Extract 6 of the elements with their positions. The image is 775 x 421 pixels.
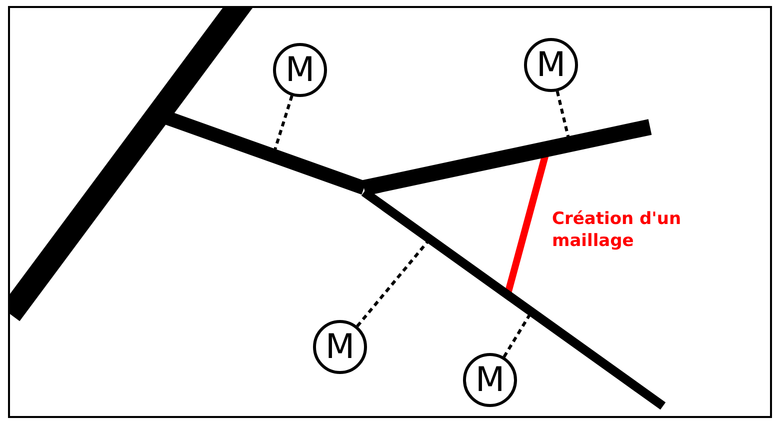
- circled-letter: M: [524, 38, 578, 92]
- edge-label: Création d'un maillage: [552, 208, 682, 252]
- circled-letter: M: [313, 320, 367, 374]
- network-branch: [10, 8, 255, 322]
- network-branch: [362, 119, 652, 196]
- circled-letter: M: [273, 43, 327, 97]
